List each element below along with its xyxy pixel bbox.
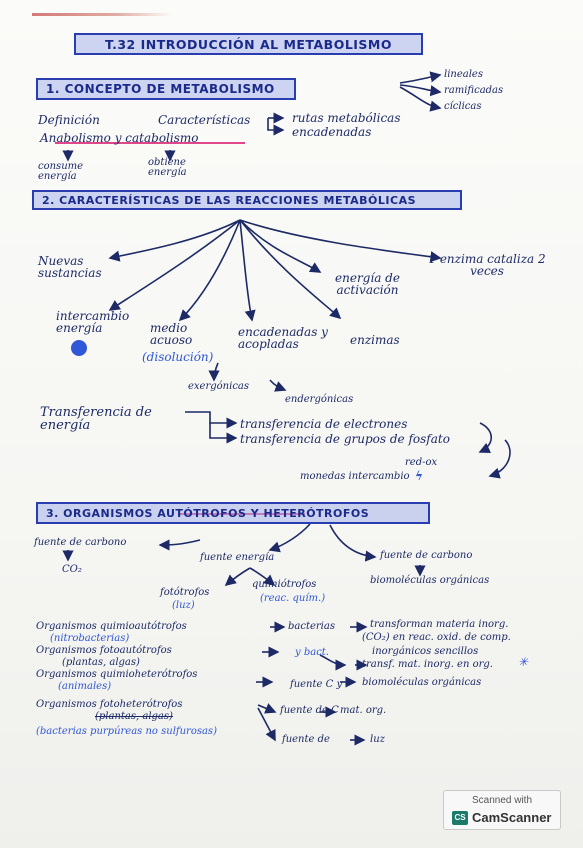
disolucion-label: (disolución)	[142, 350, 214, 364]
fuente-carbono-right-label: fuente de carbono	[380, 550, 473, 561]
lineales-label: lineales	[444, 69, 483, 80]
reac-quim-label: (reac. quím.)	[260, 593, 326, 604]
page-title: T.32 INTRODUCCIÓN AL METABOLISMO	[74, 33, 423, 55]
camscanner-logo-icon: CS	[452, 811, 468, 825]
co2-label: CO₂	[62, 564, 82, 575]
row4-luz-label: luz	[370, 734, 385, 745]
row2-organism-label: Organismos fotoautótrofos	[36, 645, 172, 656]
camscanner-name: CamScanner	[472, 810, 552, 825]
section-2-heading: 2. CARACTERÍSTICAS DE LAS REACCIONES MET…	[32, 190, 462, 210]
consume-energia-label: consume energía	[38, 161, 84, 182]
encadenadas-label: encadenadas	[292, 125, 372, 139]
row3-fuente-label: fuente C y	[290, 679, 343, 690]
luz-label: (luz)	[172, 600, 195, 611]
exergonicas-label: exergónicas	[188, 381, 250, 392]
energy-dot-icon	[71, 340, 87, 356]
row2-inorganicos-label: inorgánicos sencillos	[372, 646, 479, 657]
obtiene-energia-label: obtiene energía	[148, 157, 187, 178]
row3-biomoleculas-label: biomoléculas orgánicas	[362, 677, 482, 688]
definicion-label: Definición	[38, 113, 100, 127]
row1-reac-label: (CO₂) en reac. oxid. de comp.	[362, 632, 511, 643]
row3-example-label: (animales)	[58, 681, 112, 692]
rutas-label: rutas metabólicas	[292, 111, 401, 125]
caracteristicas-label: Características	[158, 113, 251, 127]
transferencia-electrones-label: transferencia de electrones	[240, 417, 408, 431]
lightning-icon: ϟ	[415, 469, 423, 483]
enzima-cataliza-label: 1 enzima cataliza 2 veces	[428, 252, 546, 278]
intercambio-energia-label: intercambio energía	[56, 309, 130, 335]
row4-bacterias-label: (bacterias purpúreas no sulfurosas)	[36, 726, 217, 737]
medio-acuoso-label: medio acuoso	[150, 321, 193, 347]
row3-organism-label: Organismos quimioheterótrofos	[36, 669, 198, 680]
row2-transf-label: transf. mat. inorg. en org.	[362, 659, 493, 670]
sun-icon: ✳	[518, 655, 529, 669]
row2-example-label: (plantas, algas)	[62, 657, 140, 668]
anabolismo-label: Anabolismo y catabolismo	[40, 131, 199, 145]
row1-organism-label: Organismos quimioautótrofos	[36, 621, 187, 632]
section-1-heading: 1. CONCEPTO DE METABOLISMO	[36, 78, 296, 100]
row4-organism-label: Organismos fotoheterótrofos	[36, 699, 183, 710]
camscanner-badge: Scanned with CS CamScanner	[443, 790, 561, 830]
scanned-with-label: Scanned with	[471, 795, 533, 806]
row4-mat-org-label: mat. org.	[340, 705, 387, 716]
fototrofos-label: fotótrofos	[160, 587, 210, 598]
top-scribble	[32, 13, 172, 16]
encadenadas-acopladas-label: encadenadas y acopladas	[238, 325, 328, 351]
fuente-energia-label: fuente energía	[200, 552, 275, 563]
monedas-intercambio-label: monedas intercambio	[300, 471, 410, 482]
section-3-heading: 3. ORGANISMOS AUTÓTROFOS Y HETERÓTROFOS	[36, 502, 430, 524]
biomoleculas-label: biomoléculas orgánicas	[370, 575, 490, 586]
row1-transforman-label: transforman materia inorg.	[370, 619, 509, 630]
redox-label: red-ox	[405, 457, 438, 468]
energia-activacion-label: energía de activación	[335, 271, 400, 297]
ciclicas-label: cíclicas	[444, 101, 482, 112]
fuente-carbono-left-label: fuente de carbono	[34, 537, 127, 548]
row4-fuente-de-label: fuente de	[282, 734, 330, 745]
transferencia-grupos-label: transferencia de grupos de fosfato	[240, 432, 450, 446]
row2-bact-label: y bact.	[295, 647, 329, 658]
row4-fuente-c-label: fuente de C	[280, 705, 339, 716]
enzimas-label: enzimas	[350, 333, 400, 347]
row4-example-struck: (plantas, algas)	[95, 711, 173, 722]
ramificadas-label: ramificadas	[444, 85, 504, 96]
quimiotrofos-label: quimiótrofos	[252, 579, 317, 590]
row1-bacterias-label: bacterias	[288, 621, 335, 632]
nuevas-sustancias-label: Nuevas sustancias	[38, 254, 102, 280]
transferencia-energia-label: Transferencia de energía	[40, 405, 152, 433]
endergonicas-label: endergónicas	[285, 394, 354, 405]
row1-example-label: (nitrobacterias)	[50, 633, 130, 644]
